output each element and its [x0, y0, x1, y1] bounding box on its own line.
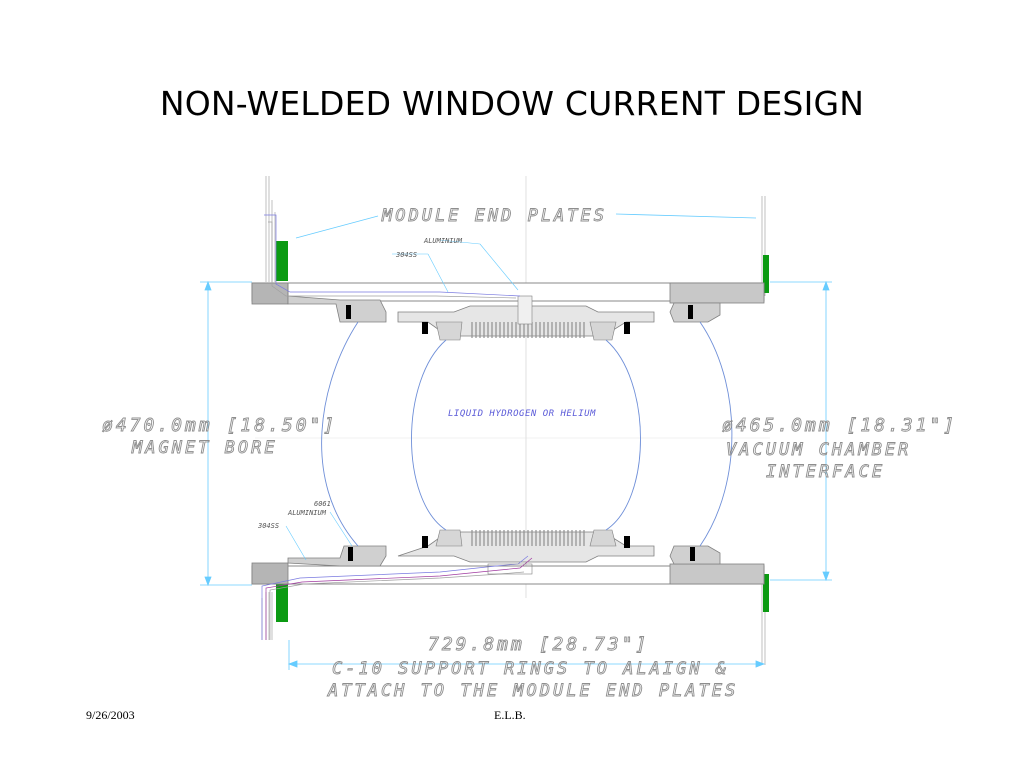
top-support-ring — [251, 214, 769, 341]
top-right-flange — [669, 282, 765, 304]
label-support-rings-2: ATTACH TO THE MODULE END PLATES — [327, 681, 738, 701]
dimension-lines — [200, 213, 832, 670]
label-liquid: LIQUID HYDROGEN OR HELIUM — [448, 409, 596, 419]
label-304ss-bottom: 304SS — [257, 522, 279, 530]
outer-left-window — [321, 321, 359, 547]
label-6061: 6061 — [314, 500, 331, 508]
footer-author: E.L.B. — [494, 708, 526, 722]
bottom-right-flange — [669, 563, 765, 585]
label-magnet-bore-dim: ø470.0mm [18.50"] — [102, 415, 337, 436]
label-vacuum-chamber: VACUUM CHAMBER — [726, 440, 911, 460]
bottom-left-flange — [251, 562, 289, 585]
label-304ss-top: 304SS — [395, 251, 417, 259]
slide-title: NON-WELDED WINDOW CURRENT DESIGN — [159, 84, 865, 123]
inner-right-window — [605, 339, 641, 531]
label-aluminium-bottom: ALUMINIUM — [287, 509, 327, 517]
left-module-end-plate-top — [276, 241, 288, 281]
footer-date: 9/26/2003 — [86, 708, 135, 722]
left-module-end-plate-bottom — [276, 584, 288, 622]
label-aluminium-top: ALUMINIUM — [423, 237, 463, 245]
label-module-end-plates: MODULE END PLATES — [381, 206, 607, 226]
bottom-support-ring — [251, 529, 769, 640]
label-vacuum-chamber-dim: ø465.0mm [18.31"] — [722, 415, 957, 436]
outer-right-window — [699, 321, 733, 547]
label-support-rings-1: C-10 SUPPORT RINGS TO ALAIGN & — [332, 659, 729, 679]
label-length-dim: 729.8mm [28.73"] — [428, 634, 649, 655]
right-module-end-plate-bottom — [763, 574, 769, 612]
window-curves — [321, 321, 733, 547]
label-magnet-bore: MAGNET BORE — [131, 438, 278, 458]
inner-left-window — [411, 339, 447, 531]
right-module-end-plate-top — [763, 255, 769, 293]
label-interface: INTERFACE — [766, 462, 885, 482]
